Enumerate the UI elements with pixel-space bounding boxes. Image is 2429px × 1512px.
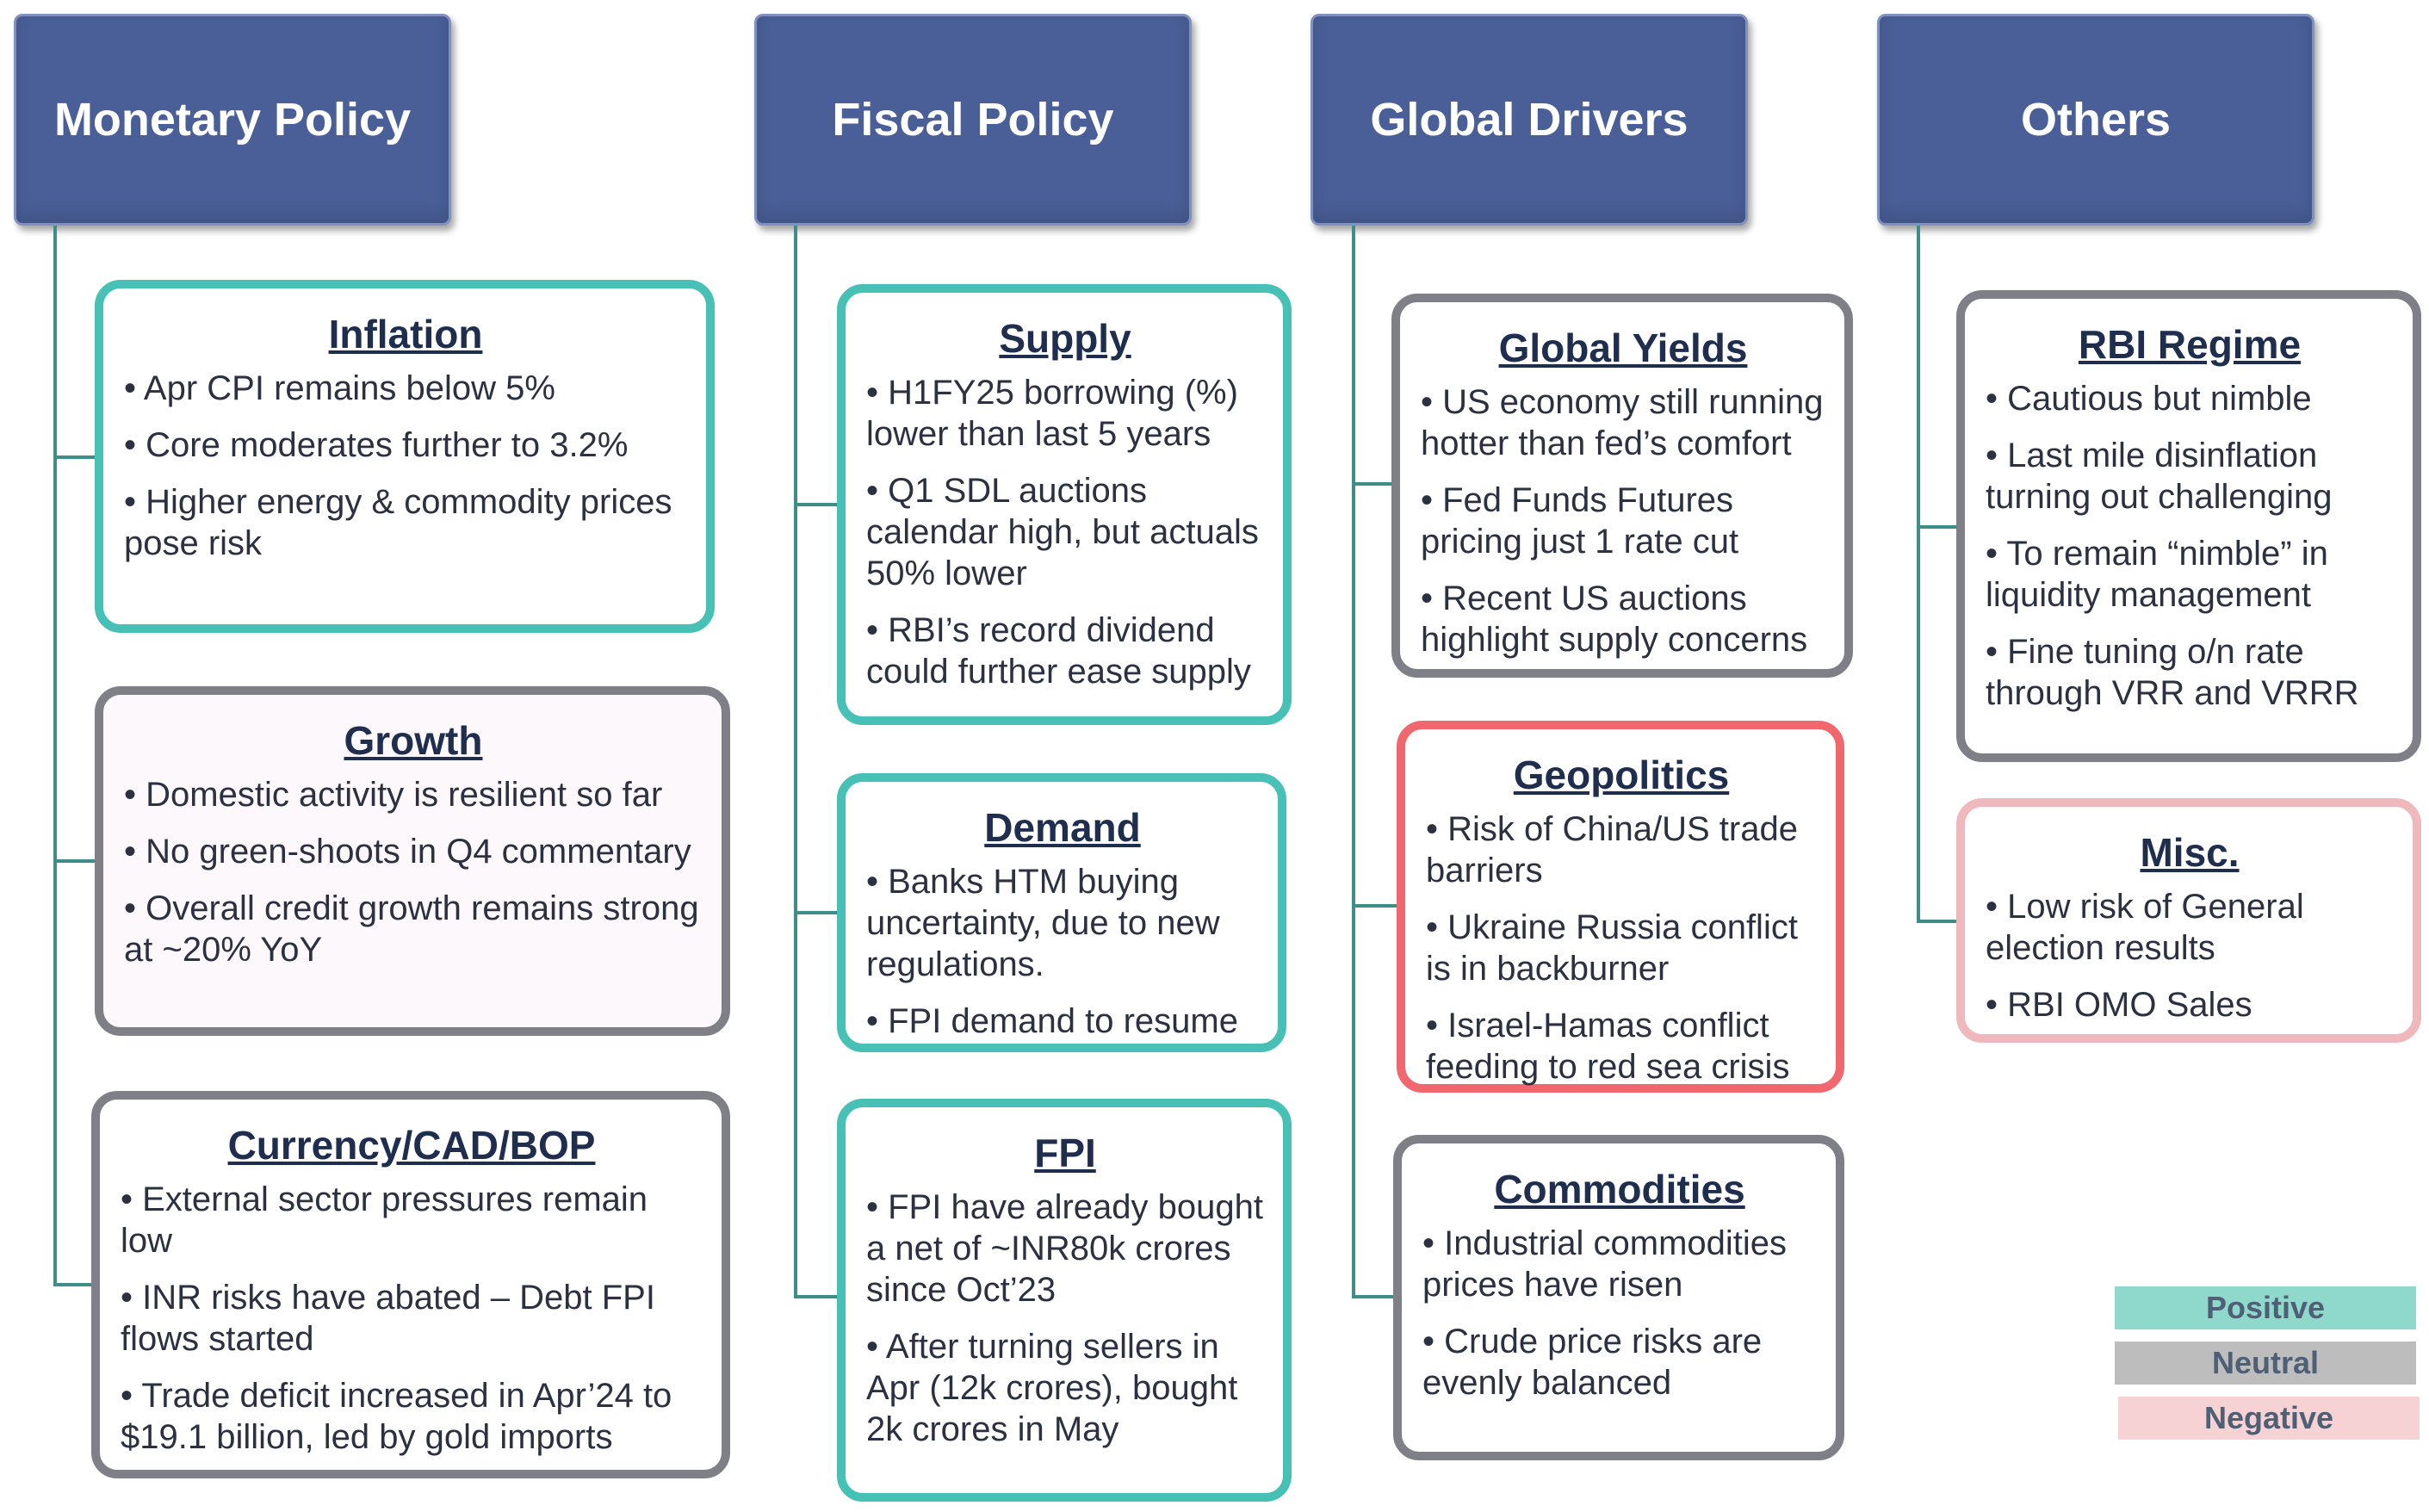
bullet-item: Core moderates further to 3.2% [124,424,687,466]
bullet-item: Risk of China/US trade barriers [1426,809,1817,891]
card-title: Commodities [1494,1167,1745,1211]
bullet-item: External sector pressures remain low [121,1179,703,1261]
connector-branch [1917,525,1960,529]
header-fiscal-policy: Fiscal Policy [754,14,1192,226]
bullet-item: Ukraine Russia conflict is in backburner [1426,907,1817,989]
bullet-item: Industrial commodities prices have risen [1422,1223,1817,1305]
connector-trunk [1352,226,1355,1298]
connector-branch [1917,920,1960,923]
card-rbi-regime: RBI Regime Cautious but nimble Last mile… [1956,290,2421,762]
bullet-item: Banks HTM buying uncertainty, due to new… [866,861,1259,985]
bullet-item: Last mile disinflation turning out chall… [1986,435,2394,517]
bullet-item: Overall credit growth remains strong at … [124,888,703,970]
bullet-item: Higher energy & commodity prices pose ri… [124,481,687,564]
bullet-item: Recent US auctions highlight supply conc… [1421,578,1825,660]
legend-negative: Negative [2118,1397,2420,1440]
bullet-item: Domestic activity is resilient so far [124,774,703,815]
header-label: Global Drivers [1370,94,1689,146]
card-title: Supply [999,316,1131,361]
header-global-drivers: Global Drivers [1311,14,1748,226]
card-title: Growth [344,718,483,763]
card-currency-cad-bop: Currency/CAD/BOP External sector pressur… [91,1091,730,1478]
bullet-item: INR risks have abated – Debt FPI flows s… [121,1277,703,1360]
connector-trunk [53,226,57,1286]
card-title: Global Yields [1498,325,1748,370]
header-label: Others [2020,94,2172,146]
bullet-item: US economy still running hotter than fed… [1421,381,1825,464]
bullet-item: FPI have already bought a net of ~INR80k… [866,1187,1264,1311]
bullet-item: Fine tuning o/n rate through VRR and VRR… [1986,631,2394,714]
connector-branch [1352,1295,1398,1298]
bullet-item: Low risk of General election results [1986,886,2394,969]
header-label: Fiscal Policy [832,94,1114,146]
bullet-item: No green-shoots in Q4 commentary [124,831,703,872]
header-monetary-policy: Monetary Policy [14,14,451,226]
connector-branch [1352,482,1397,486]
legend-label: Positive [2205,1290,2326,1325]
card-supply: Supply H1FY25 borrowing (%) lower than l… [837,284,1292,725]
bullet-item: Trade deficit increased in Apr’24 to $19… [121,1375,703,1458]
bullet-item: RBI’s record dividend could further ease… [866,610,1264,692]
bullet-item: Cautious but nimble [1986,378,2394,419]
card-fpi: FPI FPI have already bought a net of ~IN… [837,1099,1292,1502]
card-growth: Growth Domestic activity is resilient so… [95,686,730,1036]
card-title: Inflation [328,312,483,356]
bullet-item: Crude price risks are evenly balanced [1422,1321,1817,1404]
card-title: Geopolitics [1513,753,1730,797]
card-title: Demand [984,805,1141,850]
bullet-item: H1FY25 borrowing (%) lower than last 5 y… [866,372,1264,455]
connector-branch [53,455,98,459]
legend-positive: Positive [2115,1286,2416,1329]
card-title: Currency/CAD/BOP [227,1123,596,1168]
bullet-item: To remain “nimble” in liquidity manageme… [1986,533,2394,616]
card-demand: Demand Banks HTM buying uncertainty, due… [837,773,1286,1052]
legend-label: Neutral [2211,1345,2320,1380]
bullet-item: Israel-Hamas conflict feeding to red sea… [1426,1005,1817,1088]
connector-trunk [794,226,797,1298]
connector-branch [794,503,840,506]
header-others: Others [1877,14,2314,226]
bullet-item: After turning sellers in Apr (12k crores… [866,1326,1264,1450]
bullet-item: RBI OMO Sales [1986,984,2394,1026]
legend-label: Negative [2203,1400,2334,1435]
connector-branch [53,859,98,863]
bullet-item: Apr CPI remains below 5% [124,368,687,409]
header-label: Monetary Policy [53,94,412,146]
card-title: Misc. [2140,830,2240,875]
card-title: FPI [1034,1131,1096,1175]
connector-branch [794,1295,840,1298]
connector-branch [1352,904,1398,908]
card-geopolitics: Geopolitics Risk of China/US trade barri… [1397,721,1844,1093]
card-global-yields: Global Yields US economy still running h… [1391,294,1853,678]
bullet-item: Fed Funds Futures pricing just 1 rate cu… [1421,480,1825,562]
connector-branch [794,911,840,914]
bullet-item: Q1 SDL auctions calendar high, but actua… [866,470,1264,594]
bullet-item: FPI demand to resume [866,1001,1259,1042]
connector-trunk [1917,226,1920,923]
card-inflation: Inflation Apr CPI remains below 5% Core … [95,280,715,633]
card-misc: Misc. Low risk of General election resul… [1956,798,2421,1043]
connector-branch [53,1283,95,1286]
card-title: RBI Regime [2078,322,2302,367]
card-commodities: Commodities Industrial commodities price… [1393,1135,1844,1460]
legend-neutral: Neutral [2115,1342,2416,1385]
